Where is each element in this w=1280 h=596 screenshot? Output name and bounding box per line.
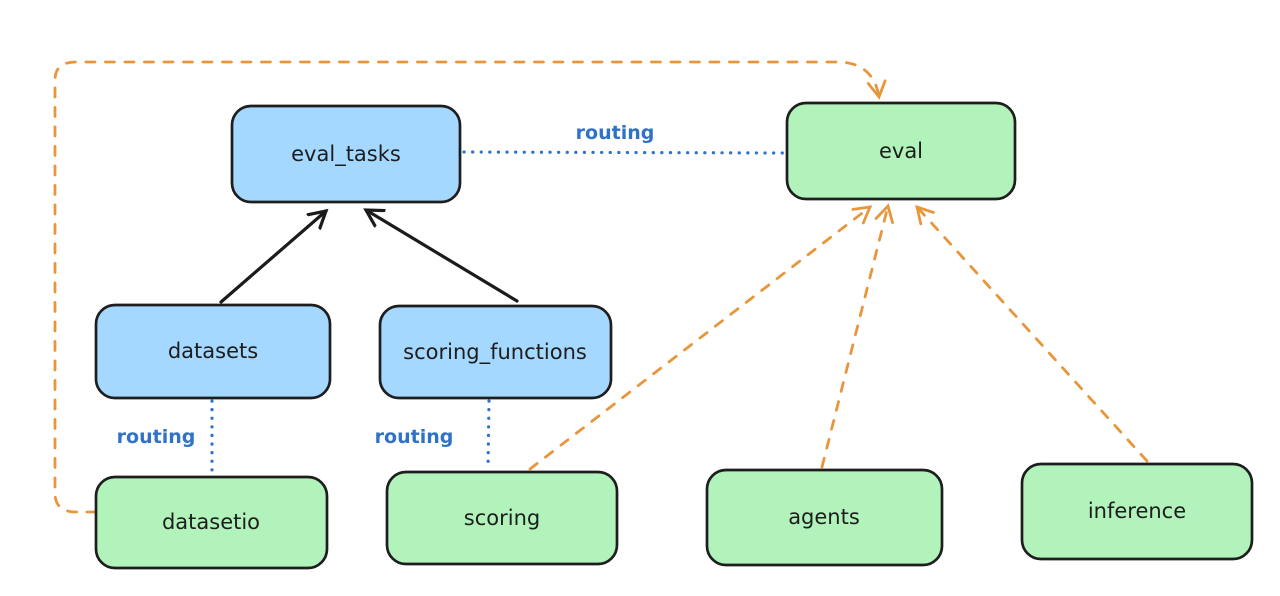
node-eval-box xyxy=(785,101,1017,201)
node-datasetio-box xyxy=(94,475,329,570)
routing-label-eval-tasks-eval: routing xyxy=(576,122,655,144)
edge-datasetio-to-eval xyxy=(53,60,887,514)
edge-agents-to-eval xyxy=(820,203,894,469)
node-inference: inference xyxy=(1020,462,1254,561)
edge-datasets-to-eval-tasks xyxy=(219,211,326,304)
routing-label-datasets-datasetio: routing xyxy=(117,426,196,448)
node-eval: eval xyxy=(785,101,1017,201)
node-scoring-label: scoring xyxy=(464,506,540,530)
node-scoring-functions-label: scoring_functions xyxy=(403,340,587,365)
edge-scoring-to-eval xyxy=(528,205,873,471)
node-agents: agents xyxy=(705,468,944,567)
edge-label-layer: routing routing routing xyxy=(117,122,655,448)
node-datasets-label: datasets xyxy=(168,339,258,363)
edge-eval-tasks-to-eval-routing xyxy=(462,150,786,155)
node-agents-box xyxy=(705,468,944,567)
node-eval-tasks-label: eval_tasks xyxy=(291,142,401,167)
node-inference-box xyxy=(1020,462,1254,561)
node-agents-label: agents xyxy=(788,505,860,529)
node-datasetio-label: datasetio xyxy=(162,510,260,534)
node-eval-tasks: eval_tasks xyxy=(230,104,462,204)
node-datasetio: datasetio xyxy=(94,475,329,570)
node-eval-tasks-box xyxy=(230,104,462,204)
routing-label-scoring-functions-scoring: routing xyxy=(375,426,454,448)
node-scoring-functions: scoring_functions xyxy=(378,304,613,400)
node-datasets: datasets xyxy=(94,303,332,400)
edge-scoring-functions-to-eval-tasks xyxy=(366,210,519,303)
node-scoring-functions-box xyxy=(378,304,613,400)
node-layer: eval_tasks eval datasets scoring_functio… xyxy=(94,101,1254,570)
edge-scoring-functions-to-scoring-routing xyxy=(486,399,491,470)
node-scoring: scoring xyxy=(385,470,619,566)
node-datasets-box xyxy=(94,303,332,400)
node-eval-label: eval xyxy=(879,139,923,163)
node-inference-label: inference xyxy=(1088,499,1186,523)
node-scoring-box xyxy=(385,470,619,566)
edge-layer xyxy=(53,60,1149,514)
edge-inference-to-eval xyxy=(915,204,1149,463)
